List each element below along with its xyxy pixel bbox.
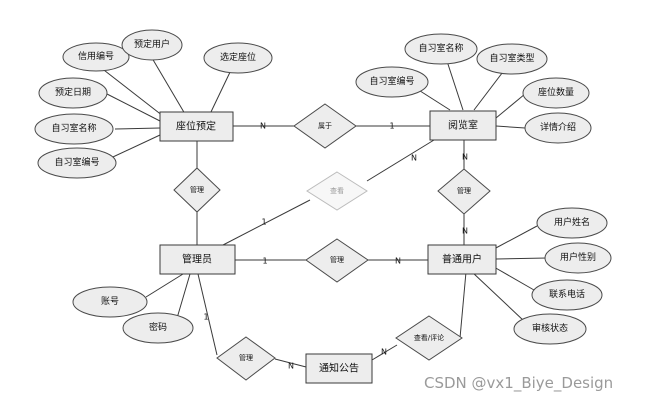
card-user-manage-admin: N [395, 257, 401, 266]
attr-chosen-seat [203, 42, 273, 74]
entity-admin-label: 管理员 [182, 253, 212, 266]
attr-account-label: 账号 [101, 296, 119, 307]
attr-rr-room-name [404, 33, 478, 65]
attr-password-label: 密码 [149, 321, 167, 333]
attributes-user: 用户姓名 用户性别 联系电话 审核状态 [513, 207, 612, 345]
watermark: CSDN @vx1_Biye_Design [424, 374, 614, 392]
attr-user-phone [531, 279, 603, 311]
attr-user-phone-label: 联系电话 [549, 288, 585, 300]
rel-manage-notice [216, 336, 276, 381]
attr-review-status [513, 313, 587, 345]
attr-user-gender [544, 242, 612, 274]
attr-booking-date [38, 77, 108, 109]
attr-rr-detail [524, 112, 592, 144]
attr-rr-room-no [355, 66, 429, 98]
card-booking-belongs: N [260, 122, 266, 131]
rel-manage-notice-label: 管理 [239, 353, 253, 362]
attr-credit-no-label: 信用编号 [78, 50, 114, 62]
rel-belongs-label: 属于 [318, 122, 332, 130]
attributes-reading-room: 自习室名称 自习室类型 自习室编号 座位数量 详情介绍 [355, 33, 592, 144]
entity-seat-booking-label: 座位预定 [176, 120, 216, 133]
attr-chosen-seat-label: 选定座位 [220, 51, 256, 63]
attr-rr-seat-count-label: 座位数量 [538, 86, 574, 98]
attr-user-name-label: 用户姓名 [554, 216, 590, 228]
entity-user [427, 244, 497, 275]
attributes-seat-booking: 信用编号 预定用户 选定座位 预定日期 自习室名称 自习室编号 [34, 29, 273, 179]
attr-rr-room-name-label: 自习室名称 [418, 42, 463, 54]
cardinalities: N 1 N N N 1 1 N 1 N N [203, 122, 468, 371]
attr-room-name [34, 113, 114, 145]
entity-reading-room-label: 阅览室 [448, 119, 478, 132]
attr-booking-user-label: 预定用户 [134, 38, 170, 50]
card-room-manage: N [462, 153, 468, 162]
attr-user-gender-label: 用户性别 [560, 251, 596, 263]
card-room-belongs: 1 [389, 122, 394, 131]
rel-manage-room [437, 168, 491, 215]
rel-view-comment [395, 315, 463, 361]
card-room-view: N [411, 154, 417, 163]
attr-password [122, 312, 194, 344]
rel-view [306, 171, 368, 211]
attr-account [72, 286, 148, 318]
rel-manage-booking [173, 167, 221, 213]
attr-rr-room-type [476, 43, 548, 75]
rel-manage-user-label: 管理 [330, 255, 344, 264]
entity-seat-booking [159, 111, 234, 142]
attr-rr-seat-count [522, 77, 590, 109]
entity-user-label: 普通用户 [442, 253, 482, 266]
attr-room-name-label: 自习室名称 [51, 122, 96, 134]
rel-manage-user [305, 238, 369, 283]
attr-booking-user [121, 29, 183, 61]
attr-room-no [37, 147, 117, 179]
card-notice-admin: N [288, 362, 294, 371]
attr-booking-date-label: 预定日期 [55, 86, 91, 98]
rel-belongs [293, 103, 357, 149]
attr-review-status-label: 审核状态 [532, 322, 568, 334]
attributes-admin: 账号 密码 [72, 286, 194, 344]
entity-notice-label: 通知公告 [319, 362, 359, 375]
relationships: 属于 管理 管理 管理 查看 管理 查看/评论 [173, 103, 491, 381]
attr-rr-room-no-label: 自习室编号 [369, 75, 414, 87]
attr-credit-no [62, 42, 130, 72]
card-admin-notice: 1 [203, 313, 208, 322]
attr-room-no-label: 自习室编号 [54, 156, 99, 168]
entity-notice [305, 353, 373, 384]
attr-rr-detail-label: 详情介绍 [540, 121, 576, 133]
card-admin-manage-user: 1 [262, 257, 267, 266]
attr-rr-room-type-label: 自习室类型 [489, 52, 534, 64]
card-user-manage: N [462, 227, 468, 236]
entity-admin [159, 244, 236, 275]
entity-reading-room [429, 110, 497, 141]
entities: 座位预定 阅览室 管理员 普通用户 通知公告 [159, 110, 497, 384]
attr-user-name [536, 207, 608, 239]
card-admin-view: 1 [261, 218, 266, 227]
rel-manage-room-label: 管理 [457, 186, 471, 195]
rel-manage-booking-label: 管理 [190, 185, 204, 194]
card-notice-user: N [381, 348, 387, 357]
rel-view-comment-label: 查看/评论 [414, 333, 444, 342]
rel-view-label: 查看 [330, 186, 344, 195]
